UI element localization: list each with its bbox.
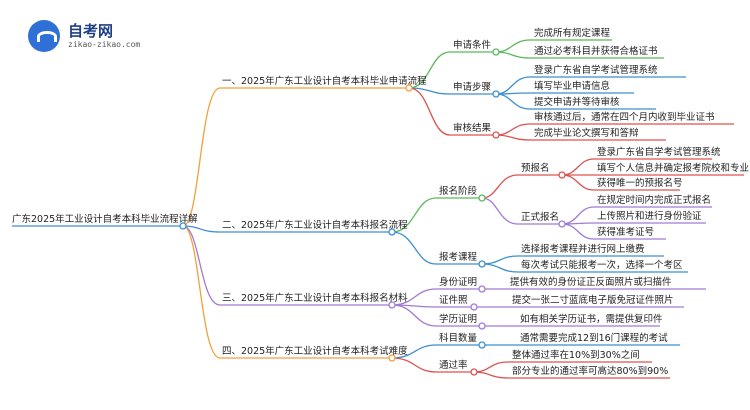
leaf-item: 上传照片和进行身份验证: [597, 210, 702, 222]
section-1-title: 一、2025年广东工业设计自考本科毕业申请流程: [222, 75, 427, 87]
node-exam-courses: 报考课程: [439, 251, 478, 263]
leaf-item: 登录广东省自学考试管理系统: [534, 64, 658, 76]
section-3-title: 三、2025年广东工业设计自考本科报名材料: [222, 292, 408, 304]
s2-link-c1: [391, 197, 437, 233]
s4-node-dot: [388, 354, 396, 362]
leaf-item: 通常需要完成12到16门课程的考试: [520, 332, 668, 344]
branch-s1: [182, 87, 221, 227]
s1-node-dot: [405, 84, 413, 92]
node-education-proof: 学历证明: [439, 313, 477, 325]
leaf-item: 填写个人信息并确定报考院校和专业: [597, 162, 749, 174]
leaf-item: 选择报考课程并进行网上缴费: [521, 243, 645, 255]
node-pre-registration: 预报名: [521, 162, 550, 174]
section-2-title: 二、2025年广东工业设计自考本科报名流程: [222, 219, 408, 231]
leaf-item: 提供有效的身份证正反面照片或扫描件: [510, 276, 672, 288]
logo-mark-icon: [28, 20, 60, 52]
s1-link-c3: [408, 87, 451, 136]
leaf-item: 完成毕业论文撰写和答辩: [534, 127, 639, 139]
logo-subtitle: zikao-zikao.com: [68, 40, 141, 49]
node-formal-registration: 正式报名: [521, 211, 559, 223]
branch-s3: [182, 225, 221, 306]
leaf-item: 每次考试只能报考一次，选择一个考区: [521, 259, 683, 271]
leaf-item: 整体通过率在10%到30%之间: [512, 349, 640, 361]
root-node-dot: [179, 222, 187, 230]
leaf-item: 完成所有规定课程: [534, 27, 611, 39]
leaf-item: 在规定时间内完成正式报名: [597, 194, 711, 206]
branch-s2: [182, 225, 221, 233]
node-pass-rate: 通过率: [439, 359, 468, 371]
leaf-item: 填写毕业申请信息: [534, 80, 610, 92]
leaf-item: 审核通过后，通常在四个月内收到毕业证书: [534, 111, 715, 123]
s1-link-c1: [408, 51, 451, 89]
leaf-item: 部分专业的通过率可高达80%到90%: [512, 365, 668, 377]
s1-link-c2: [408, 87, 451, 95]
node-identity-proof: 身份证明: [439, 276, 477, 288]
s2-link-c2: [391, 231, 437, 265]
node-registration-stage: 报名阶段: [439, 185, 478, 197]
node-review-results: 审核结果: [453, 122, 492, 134]
node-subject-count: 科目数量: [439, 332, 478, 344]
root-title: 广东2025年工业设计自考本科毕业流程详解: [12, 213, 198, 225]
logo-title: 自考网: [68, 22, 114, 40]
leaf-item: 提交申请并等待审核: [534, 96, 620, 108]
leaf-item: 获得准考证号: [597, 226, 654, 238]
s2-node-dot: [388, 228, 396, 236]
section-4-title: 四、2025年广东工业设计自考本科考试难度: [222, 345, 408, 357]
node-id-photo: 证件照: [439, 294, 468, 306]
node-application-conditions: 申请条件: [453, 39, 492, 51]
site-logo: 自考网 zikao-zikao.com: [28, 18, 158, 54]
leaf-item: 提交一张二寸蓝底电子版免冠证件照片: [512, 294, 674, 306]
leaf-item: 获得唯一的预报名号: [597, 177, 683, 189]
leaf-item: 通过必考科目并获得合格证书: [534, 45, 658, 57]
branch-s4: [182, 225, 221, 359]
node-application-steps: 申请步骤: [453, 81, 491, 93]
leaf-item: 登录广东省自学考试管理系统: [597, 146, 721, 158]
s3-node-dot: [388, 301, 396, 309]
leaf-item: 如有相关学历证书，需提供复印件: [520, 313, 663, 325]
